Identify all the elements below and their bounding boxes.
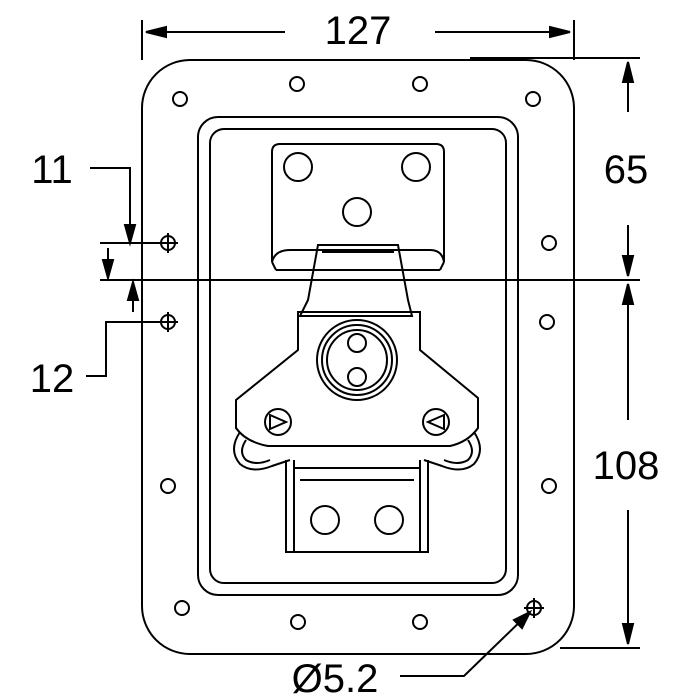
dim-hole-leader bbox=[400, 609, 533, 677]
latch-rivet-left bbox=[264, 408, 292, 436]
crosshair-hole-lower bbox=[158, 312, 178, 332]
latch-rivet-right bbox=[422, 408, 450, 436]
latch-hook bbox=[298, 244, 414, 317]
dim-width-lines bbox=[141, 20, 575, 60]
dim-left-upper-leader bbox=[90, 167, 160, 247]
crosshair-hole-bottom-right bbox=[524, 598, 544, 618]
crosshair-hole-upper bbox=[158, 233, 178, 253]
lock-cylinder bbox=[316, 319, 398, 401]
dim-upper-height-label: 65 bbox=[604, 148, 649, 192]
latch-plate bbox=[235, 311, 479, 447]
recess-outline bbox=[197, 116, 519, 596]
dim-width-label: 127 bbox=[325, 9, 392, 53]
dim-left-upper-label: 11 bbox=[31, 148, 73, 192]
dim-lower-height-label: 108 bbox=[593, 444, 660, 488]
dim-right-lines bbox=[470, 57, 640, 649]
dim-hole-diameter-label: Ø5.2 bbox=[292, 657, 379, 700]
keeper-bracket bbox=[271, 143, 445, 271]
hinge-bracket bbox=[285, 460, 429, 553]
dim-left-lower-leader bbox=[86, 248, 160, 377]
latch-wings bbox=[233, 431, 481, 471]
dim-left-lower-label: 12 bbox=[30, 357, 75, 401]
outer-plate bbox=[141, 59, 575, 655]
mounting-holes bbox=[160, 76, 557, 630]
